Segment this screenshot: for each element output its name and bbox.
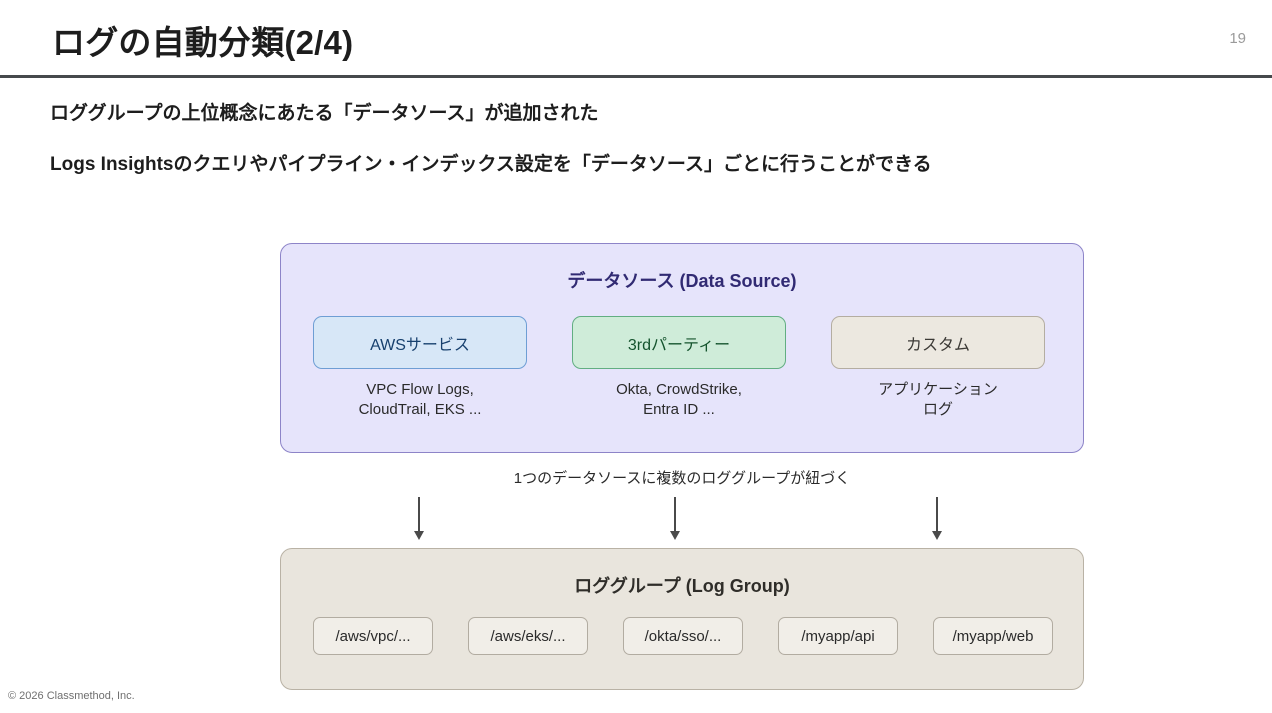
data-source-panel: データソース (Data Source) AWSサービス VPC Flow Lo…: [280, 243, 1084, 453]
data-source-caption-third-party: Okta, CrowdStrike, Entra ID ...: [616, 381, 742, 418]
data-source-box-aws[interactable]: AWSサービス: [313, 316, 527, 369]
footer-copyright: © 2026 Classmethod, Inc.: [8, 690, 135, 702]
log-group-chip-label: /myapp/web: [952, 627, 1034, 645]
data-source-box-custom-label: カスタム: [905, 336, 970, 354]
log-group-chip[interactable]: /okta/sso/...: [623, 617, 743, 655]
log-group-chip-label: /aws/eks/...: [490, 627, 566, 645]
data-source-box-third-party-label: 3rdパーティー: [627, 336, 731, 354]
data-source-box-custom[interactable]: カスタム: [831, 316, 1045, 369]
data-source-caption-custom: アプリケーション ログ: [878, 381, 998, 418]
data-source-column-aws: AWSサービス VPC Flow Logs, CloudTrail, EKS .…: [313, 316, 527, 420]
architecture-diagram: データソース (Data Source) AWSサービス VPC Flow Lo…: [280, 243, 1084, 690]
connector-note: 1つのデータソースに複数のロググループが紐づく: [513, 470, 851, 487]
data-source-column-third-party: 3rdパーティー Okta, CrowdStrike, Entra ID ...: [572, 316, 786, 420]
data-source-column-custom: カスタム アプリケーション ログ: [831, 316, 1045, 420]
bullet-list: ロググループの上位概念にあたる「データソース」が追加された Logs Insig…: [50, 101, 1230, 177]
data-source-panel-title: データソース (Data Source): [567, 271, 797, 291]
log-group-chip[interactable]: /myapp/api: [778, 617, 898, 655]
log-group-chip-label: /myapp/api: [801, 627, 875, 645]
data-source-caption-aws: VPC Flow Logs, CloudTrail, EKS ...: [358, 381, 482, 418]
log-group-panel-title: ロググループ (Log Group): [574, 576, 790, 596]
log-group-chip[interactable]: /aws/vpc/...: [313, 617, 433, 655]
log-group-chip[interactable]: /aws/eks/...: [468, 617, 588, 655]
data-source-box-aws-label: AWSサービス: [370, 336, 470, 354]
log-group-panel: ロググループ (Log Group) /aws/vpc/... /aws/eks…: [280, 548, 1084, 690]
log-group-chip-list: /aws/vpc/... /aws/eks/... /okta/sso/... …: [313, 617, 1053, 655]
log-group-chip-label: /aws/vpc/...: [335, 627, 411, 645]
log-group-chip[interactable]: /myapp/web: [933, 617, 1053, 655]
arrow-down-icon-group: [414, 497, 942, 540]
slide-header: ログの自動分類(2/4) 19: [0, 0, 1272, 78]
connector-arrows: [280, 495, 1084, 547]
data-source-box-third-party[interactable]: 3rdパーティー: [572, 316, 786, 369]
page-number: 19: [1229, 30, 1246, 47]
log-group-chip-label: /okta/sso/...: [644, 627, 722, 645]
page-title: ログの自動分類(2/4): [52, 24, 354, 61]
bullet-line-1: ロググループの上位概念にあたる「データソース」が追加された: [50, 103, 599, 124]
bullet-line-2: Logs Insightsのクエリやパイプライン・インデックス設定を「データソー…: [50, 153, 932, 175]
